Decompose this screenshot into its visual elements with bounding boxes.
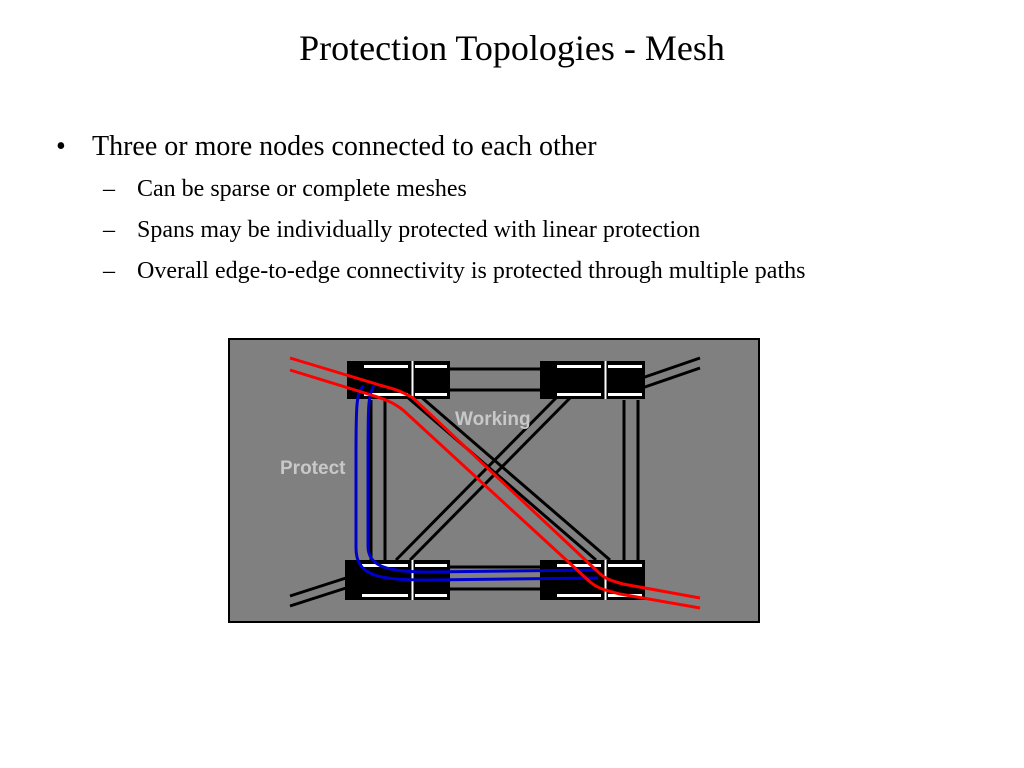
- sub-bullet-marker: –: [103, 176, 115, 202]
- protect-label: Protect: [280, 458, 346, 479]
- bullet-text: Three or more nodes connected to each ot…: [92, 131, 597, 162]
- sub-bullet-marker: –: [103, 217, 115, 243]
- slide-title: Protection Topologies - Mesh: [299, 28, 725, 68]
- bullet-list: • Three or more nodes connected to each …: [56, 127, 996, 292]
- span-diagonal-a: [405, 394, 611, 562]
- diagram-background: [228, 338, 760, 623]
- span-left: [369, 400, 387, 560]
- sub-bullet-text: Spans may be individually protected with…: [137, 217, 701, 243]
- bullet-item: • Three or more nodes connected to each …: [56, 127, 996, 167]
- external-span-top-right: [641, 356, 701, 390]
- working-path: [289, 356, 701, 610]
- protect-path: [354, 384, 599, 582]
- span-bottom: [450, 565, 540, 591]
- sub-bullet-marker: –: [103, 258, 115, 284]
- span-right: [622, 400, 640, 560]
- sub-bullet-item: – Overall edge-to-edge connectivity is p…: [56, 251, 996, 292]
- bullet-marker: •: [56, 131, 66, 162]
- working-label: Working: [455, 409, 531, 430]
- mesh-diagram: Working Protect: [228, 338, 760, 623]
- external-span-bottom-left: [289, 576, 347, 608]
- sub-bullet-text: Overall edge-to-edge connectivity is pro…: [137, 258, 806, 284]
- sub-bullet-item: – Spans may be individually protected wi…: [56, 210, 996, 251]
- span-top: [450, 367, 540, 392]
- sub-bullet-item: – Can be sparse or complete meshes: [56, 169, 996, 210]
- sub-bullet-text: Can be sparse or complete meshes: [137, 176, 467, 202]
- node-top-right: [540, 361, 645, 399]
